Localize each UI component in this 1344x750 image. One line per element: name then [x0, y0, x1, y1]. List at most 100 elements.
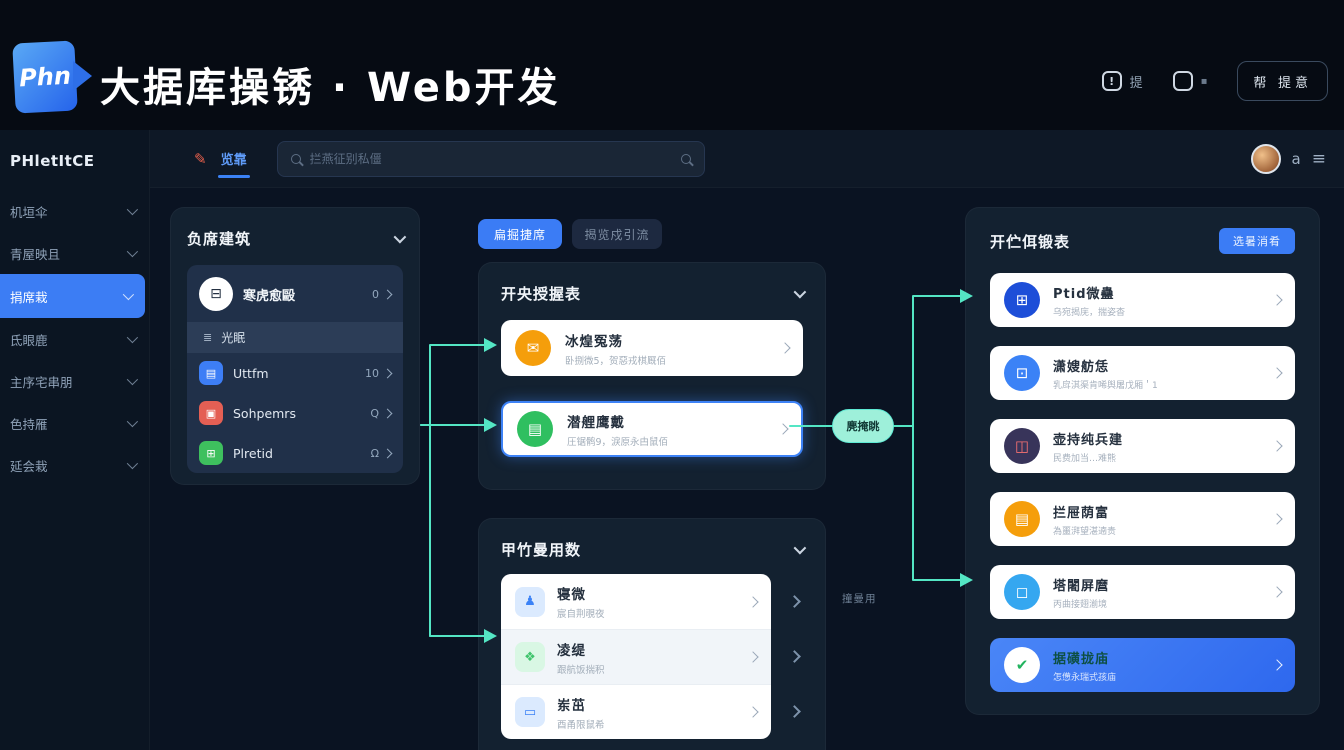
explorer-row-table-3[interactable]: ⊞ Plretid Ω: [187, 433, 403, 473]
row-2-expand-chevron[interactable]: [788, 650, 801, 663]
feedback-button[interactable]: 帮 提意: [1237, 61, 1328, 101]
chevron-right-icon: [1271, 294, 1283, 306]
explorer-row-label: Plretid: [233, 445, 273, 461]
card-title: 拦屉荫富: [1053, 505, 1110, 521]
check-icon: ✔: [1004, 647, 1040, 683]
sidebar-item-7[interactable]: 延会栽: [0, 444, 149, 486]
row-subtitle: 酉甬限鼠希: [557, 719, 605, 731]
chevron-right-icon: [382, 408, 393, 418]
sidebar-item-3-active[interactable]: 捐席栽: [0, 274, 145, 318]
toolbar-right: a ≡: [1250, 143, 1326, 174]
card-subtitle: 怎憊永瑞式孩庙: [1053, 672, 1117, 683]
search-icon: [290, 153, 301, 164]
chevron-down-icon[interactable]: [793, 541, 807, 555]
chevron-right-icon: [747, 595, 759, 608]
card-subtitle: 為噩湃望湛遖贵: [1053, 526, 1117, 537]
explorer-card: ⊟ 寒虎愈毆 0 ≣ 光眠 ▤ Uttfm 10 ▣: [187, 265, 403, 473]
function-row-2[interactable]: ❖ 凌缇 跟航饭揣积: [501, 629, 771, 684]
card-subtitle: 卧捌微5，贺惡戎棋厩佰: [565, 355, 667, 367]
sidebar-item-label: 延会栽: [10, 458, 48, 474]
card-title: 冰煌冤荡: [565, 333, 623, 350]
meta-count: Ω: [370, 446, 379, 460]
search-box[interactable]: [276, 140, 705, 177]
functions-card: ♟ 寝微 宸自荆覗夜 ❖ 凌缇 跟航饭揣积 ▭ 岽茁 酉甬限鼠希: [501, 574, 771, 739]
table-green-icon: ⊞: [199, 441, 223, 465]
leaf-icon: ❖: [515, 642, 545, 672]
sidebar-item-6[interactable]: 色持雁: [0, 402, 149, 444]
card-title: Ptid微蠱: [1053, 286, 1115, 302]
open-tables-header: 开央授握表: [501, 283, 807, 304]
explorer-row-meta: 10: [365, 367, 393, 380]
app-header: Phn 大据库操锈 · Web开发 ! 提 ▪ 帮 提意: [0, 0, 1344, 130]
result-card-5[interactable]: ◻ 塔闍屏麿 丙曲接翅湔境: [990, 565, 1295, 619]
sidebar-item-2[interactable]: 青屋映且: [0, 232, 149, 274]
hamburger-menu-icon[interactable]: ≡: [1311, 148, 1326, 169]
filter-secondary-button[interactable]: 揭览戍引流: [572, 219, 662, 249]
result-card-6-highlighted[interactable]: ✔ 据磺拢庙 怎憊永瑞式孩庙: [990, 638, 1295, 692]
result-header: 开伫佴锻表 选暑消肴: [990, 228, 1295, 254]
notice-label: 提: [1129, 75, 1143, 91]
card-text: 塔闍屏麿 丙曲接翅湔境: [1053, 575, 1260, 610]
open-card-2-selected[interactable]: ▤ 潜艃鹰戴 圧锯鹘9，淚原永甴鼠佰: [501, 401, 803, 457]
chevron-right-icon: [382, 289, 393, 299]
card-subtitle: 丙曲接翅湔境: [1053, 599, 1108, 610]
result-card-1[interactable]: ⊞ Ptid微蠱 乌宛揭庑，揣姿杳: [990, 273, 1295, 327]
chat-icon: ⊡: [1004, 355, 1040, 391]
sidebar-item-label: 色持雁: [10, 416, 48, 432]
chevron-down-icon: [126, 415, 139, 428]
avatar[interactable]: [1250, 143, 1281, 174]
function-row-3[interactable]: ▭ 岽茁 酉甬限鼠希: [501, 684, 771, 739]
chevron-down-icon[interactable]: [393, 230, 407, 244]
card-text: 冰煌冤荡 卧捌微5，贺惡戎棋厩佰: [565, 330, 767, 367]
explorer-panel: 负席建筑 ⊟ 寒虎愈毆 0 ≣ 光眠 ▤ Uttfm 10: [170, 207, 420, 485]
search-icon-right[interactable]: [680, 153, 691, 164]
sidebar: PHletItCE 机垣伞 青屋映且 捐席栽 氐眼鹿 主序宅串朋: [0, 130, 150, 750]
doc-icon: ▤: [1004, 501, 1040, 537]
open-tables-panel: 开央授握表 ✉ 冰煌冤荡 卧捌微5，贺惡戎棋厩佰 ▤ 潜艃鹰戴 圧锯鹘9，淚原永…: [478, 262, 826, 490]
open-card-1[interactable]: ✉ 冰煌冤荡 卧捌微5，贺惡戎棋厩佰: [501, 320, 803, 376]
page-title: 大据库操锈 · Web开发: [100, 65, 561, 111]
list-branch-icon: ≣: [203, 331, 213, 344]
result-card-4[interactable]: ▤ 拦屉荫富 為噩湃望湛遖贵: [990, 492, 1295, 546]
row-3-expand-chevron[interactable]: [788, 705, 801, 718]
row-title: 凌缇: [557, 642, 586, 659]
sidebar-item-label: 机垣伞: [10, 204, 48, 220]
sidebar-item-5[interactable]: 主序宅串朋: [0, 360, 149, 402]
explorer-row-label: Uttfm: [233, 365, 269, 381]
notice-action[interactable]: ! 提: [1101, 71, 1143, 91]
card-subtitle: 乳戽淇渠肯唏舆屠戊厢＇1: [1053, 380, 1158, 391]
sidebar-item-4[interactable]: 氐眼鹿: [0, 318, 149, 360]
row-text: 凌缇 跟航饭揣积: [557, 639, 737, 676]
explorer-row-selected[interactable]: ≣ 光眠: [187, 322, 403, 353]
functions-title: 甲竹曼用数: [501, 541, 582, 559]
chevron-right-icon: [1271, 440, 1283, 452]
function-row-1[interactable]: ♟ 寝微 宸自荆覗夜: [501, 574, 771, 629]
logo-text: Phn: [18, 61, 72, 93]
chevron-right-icon: [779, 342, 791, 354]
explorer-row-table-2[interactable]: ▣ Sohpemrs Q: [187, 393, 403, 433]
logo-arrow-icon: [73, 61, 92, 91]
square-icon: ◻: [1004, 574, 1040, 610]
flow-note-label: 撞曼用: [842, 593, 877, 605]
functions-panel: 甲竹曼用数 ♟ 寝微 宸自荆覗夜 ❖ 凌缇 跟航饭揣积 ▭: [478, 518, 826, 750]
result-card-3[interactable]: ◫ 壶持纯兵建 民费加当…难熊: [990, 419, 1295, 473]
chevron-down-icon: [122, 288, 135, 301]
result-action-button[interactable]: 选暑消肴: [1219, 228, 1295, 254]
chevron-right-icon: [1271, 586, 1283, 598]
sidebar-item-1[interactable]: 机垣伞: [0, 190, 149, 232]
row-1-expand-chevron[interactable]: [788, 595, 801, 608]
explorer-row-database[interactable]: ⊟ 寒虎愈毆 0: [187, 265, 403, 322]
result-card-2[interactable]: ⊡ 潇嫂舫恁 乳戽淇渠肯唏舆屠戊厢＇1: [990, 346, 1295, 400]
explorer-row-table-1[interactable]: ▤ Uttfm 10: [187, 353, 403, 393]
explorer-row-label: 光眠: [221, 331, 246, 345]
filter-primary-button[interactable]: 扁掘捷席: [478, 219, 562, 249]
search-input[interactable]: [309, 151, 672, 166]
meta-count: Q: [370, 406, 379, 420]
chat-action[interactable]: ▪: [1172, 71, 1207, 91]
tab-overview[interactable]: 览靠: [217, 149, 250, 178]
chevron-down-icon: [126, 245, 139, 258]
card-subtitle: 乌宛揭庑，揣姿杳: [1053, 307, 1126, 318]
chevron-down-icon[interactable]: [793, 285, 807, 299]
card-text: 潜艃鹰戴 圧锯鹘9，淚原永甴鼠佰: [567, 411, 765, 448]
